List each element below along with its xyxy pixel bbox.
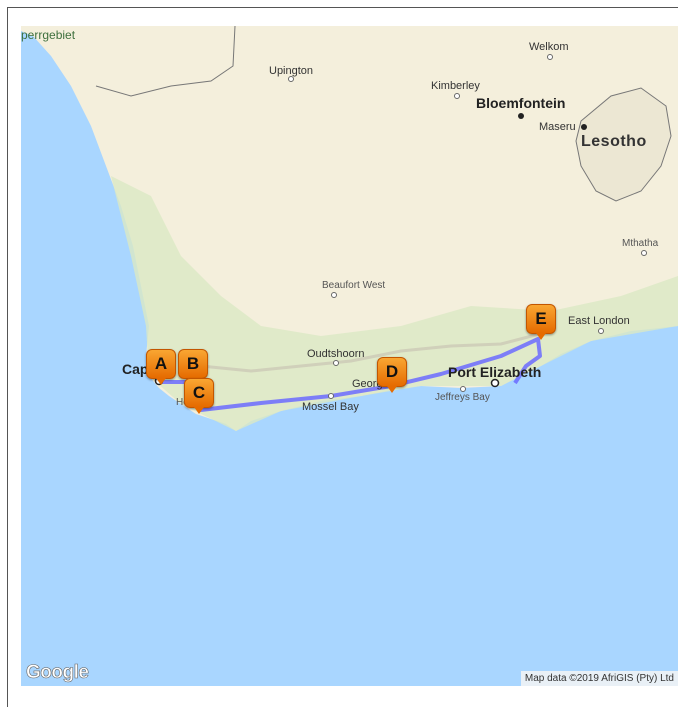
city-label-maseru: Maseru [539, 121, 576, 133]
city-label-port-elizabeth: Port Elizabeth [448, 364, 542, 380]
city-label-welkom: Welkom [529, 41, 569, 53]
green-terrain [111, 176, 678, 431]
city-label-east-london: East London [568, 315, 630, 327]
maseru-dot [581, 124, 587, 130]
route-marker-c[interactable]: C [184, 378, 214, 414]
city-label-george: George [352, 378, 389, 390]
namibia-border [95, 26, 236, 97]
city-label-cape-town: Cap [122, 361, 149, 377]
beaufort-west-dot [331, 292, 337, 298]
map-canvas[interactable]: perrgebiet Upington Welkom Kimberley Blo… [21, 26, 678, 686]
city-label-oudtshoorn: Oudtshoorn [307, 348, 365, 360]
jeffreys-bay-dot [460, 386, 466, 392]
city-label-mthatha: Mthatha [622, 238, 659, 249]
mountain-ridge [200, 329, 552, 373]
city-label-beaufort-west: Beaufort West [322, 280, 386, 291]
map-frame [7, 7, 678, 707]
city-label-upington: Upington [269, 65, 314, 77]
city-label-jeffreys-bay: Jeffreys Bay [435, 392, 490, 403]
city-label-kimberley: Kimberley [431, 80, 480, 92]
route-marker-d[interactable]: D [377, 357, 407, 393]
kimberley-dot [454, 93, 460, 99]
mthatha-dot [641, 250, 647, 256]
mossel-bay-dot [328, 393, 334, 399]
lesotho-border [575, 87, 672, 202]
bloemfontein-dot [518, 113, 524, 119]
east-london-dot [598, 328, 604, 334]
city-label-bloemfontein: Bloemfontein [476, 95, 566, 111]
route-marker-b[interactable]: B [178, 349, 208, 385]
oudtshoorn-dot [333, 360, 339, 366]
map-base [21, 26, 678, 686]
route-marker-e[interactable]: E [526, 304, 556, 340]
port-elizabeth-dot [490, 378, 500, 388]
region-label-nw: perrgebiet [21, 28, 76, 42]
country-label-lesotho: Lesotho [581, 133, 647, 150]
upington-dot [288, 76, 294, 82]
city-label-mossel-bay: Mossel Bay [302, 401, 359, 413]
map-attribution[interactable]: Map data ©2019 AfriGIS (Pty) Ltd [520, 671, 678, 686]
welkom-dot [547, 54, 553, 60]
route-marker-a[interactable]: A [146, 349, 176, 385]
google-logo[interactable]: Google [26, 662, 90, 684]
